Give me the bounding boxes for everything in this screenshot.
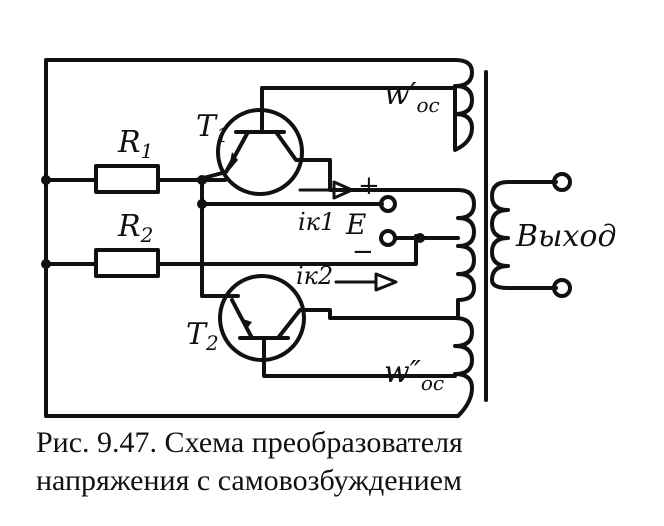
label-output: Выход [515,219,616,254]
label-plus: + [358,171,380,201]
winding-primary [456,188,476,320]
caption-line-2: напряжения с самовозбуждением [36,464,462,497]
output-terminal-bottom [552,278,572,298]
terminal-plus [379,195,397,213]
resistor-r1 [94,164,160,194]
r2-wire [44,234,418,266]
resistor-r2 [94,248,160,278]
label-t2: T2 [186,317,219,355]
label-e: E [345,208,366,241]
winding-w-bottom [453,316,474,418]
winding-secondary [490,180,510,290]
label-r1: R1 [117,125,153,163]
label-w-top: w′ос [384,77,440,117]
output-wires [506,180,558,290]
winding-w-top [453,58,474,152]
current-arrow-ik1 [298,180,354,200]
output-terminal-top [552,172,572,192]
terminal-e [379,229,397,247]
label-ik2: iк2 [296,262,333,290]
transistor-t1 [194,86,460,196]
label-ik1: iк1 [298,208,335,236]
figure-caption: Рис. 9.47. Схема преобразователя напряже… [36,424,636,500]
outer-frame-wire [44,58,460,418]
caption-line-1: Рис. 9.47. Схема преобразователя [36,426,463,459]
junction-dot-e [415,233,425,243]
label-w-bottom: w″ос [384,355,444,395]
transistor-t2 [218,274,460,378]
label-r2: R2 [117,209,153,247]
label-minus: − [352,237,374,267]
current-arrow-ik2 [334,272,398,292]
label-t1: T1 [196,109,229,147]
